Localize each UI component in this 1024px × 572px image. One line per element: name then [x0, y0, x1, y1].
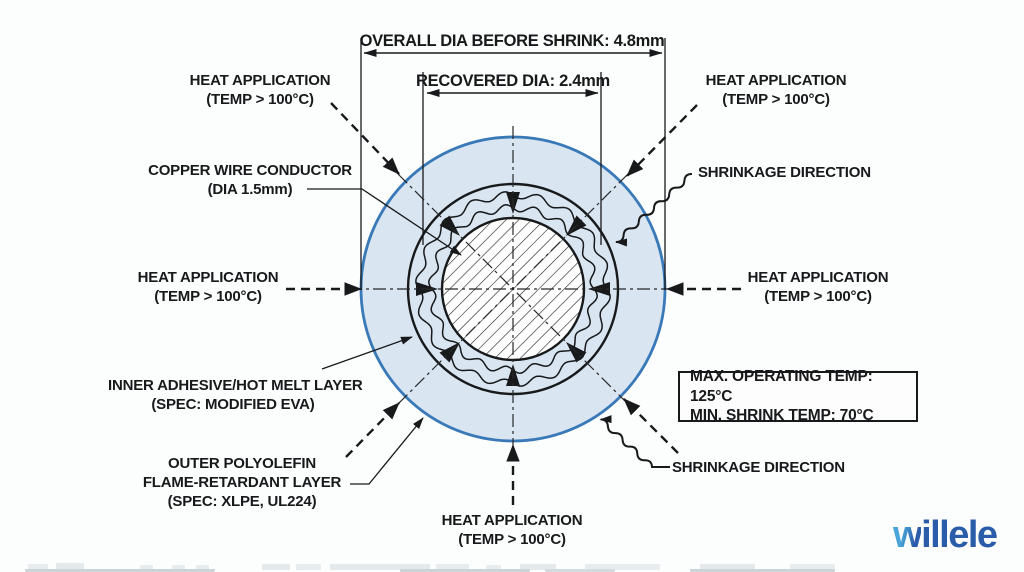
heat-arrow-top-right	[626, 104, 698, 177]
heat-label-line1: HEAT APPLICATION	[137, 269, 279, 286]
artifact-segment	[28, 564, 48, 570]
heat-arrow-bottom-left	[345, 402, 400, 458]
dim-recovered-label: RECOVERED DIA: 2.4mm	[363, 71, 663, 92]
willele-logo: willele	[893, 514, 998, 556]
inner-adhesive-line1: INNER ADHESIVE/HOT MELT LAYER	[108, 377, 363, 394]
dim-overall-text: OVERALL DIA BEFORE SHRINK: 4.8mm	[359, 32, 665, 50]
heat-label-line2: (TEMP > 100°C)	[764, 287, 872, 305]
heat-label-line1: HEAT APPLICATION	[441, 512, 583, 529]
spec-min-shrink-temp: MIN. SHRINK TEMP: 70°C	[690, 407, 874, 425]
spec-max-operating-temp: MAX. OPERATING TEMP: 125°C	[690, 367, 873, 405]
artifact-segment	[25, 569, 215, 572]
inner-adhesive-label: INNER ADHESIVE/HOT MELT LAYER (SPEC: MOD…	[108, 377, 363, 415]
artifact-segment	[172, 565, 185, 570]
outer-layer-line2: FLAME-RETARDANT LAYER	[142, 473, 342, 491]
copper-conductor-label: COPPER WIRE CONDUCTOR (DIA 1.5mm)	[140, 162, 360, 200]
artifact-segment	[790, 564, 835, 570]
squiggle-shrinkage-bottom	[599, 415, 670, 468]
outer-layer-line3: (SPEC: XLPE, UL224)	[167, 492, 317, 510]
leader-outer-layer	[350, 417, 424, 485]
heat-label-line2: (TEMP > 100°C)	[154, 287, 262, 305]
copper-label-line2: (DIA 1.5mm)	[207, 180, 293, 198]
artifact-segment	[486, 565, 501, 570]
centerlines	[349, 126, 677, 449]
inner-adhesive-line2: (SPEC: MODIFIED EVA)	[151, 395, 315, 413]
heat-label-mid-left: HEAT APPLICATION (TEMP > 100°C)	[108, 269, 308, 307]
heat-label-top-right: HEAT APPLICATION (TEMP > 100°C)	[676, 72, 876, 110]
artifact-segment	[140, 565, 153, 570]
artifact-segment	[700, 564, 755, 570]
shrinkage-text: SHRINKAGE DIRECTION	[698, 164, 871, 181]
heat-arrow-top-left	[330, 102, 400, 175]
logo-w-glyph: w	[893, 514, 923, 556]
copper-label-line1: COPPER WIRE CONDUCTOR	[148, 162, 352, 179]
extension-lines	[360, 38, 666, 290]
artifact-segment	[196, 565, 209, 570]
heat-label-line1: HEAT APPLICATION	[189, 72, 331, 89]
artifact-segment	[262, 564, 290, 570]
artifact-segment	[520, 564, 556, 570]
outer-layer-label: OUTER POLYOLEFIN FLAME-RETARDANT LAYER (…	[122, 455, 362, 512]
heat-label-line1: HEAT APPLICATION	[747, 269, 889, 286]
heat-label-top-left: HEAT APPLICATION (TEMP > 100°C)	[160, 72, 360, 110]
shrinkage-text: SHRINKAGE DIRECTION	[672, 459, 845, 476]
squiggle-shrinkage-top	[615, 172, 693, 247]
shrinkage-label-top: SHRINKAGE DIRECTION	[698, 164, 871, 183]
operating-spec-box: MAX. OPERATING TEMP: 125°C MIN. SHRINK T…	[678, 368, 918, 424]
dim-recovered-text: RECOVERED DIA: 2.4mm	[416, 72, 610, 90]
heat-label-line2: (TEMP > 100°C)	[458, 530, 566, 548]
heat-arrows	[286, 102, 741, 505]
heat-label-line1: HEAT APPLICATION	[705, 72, 847, 89]
artifact-segment	[585, 564, 660, 570]
artifact-segment	[690, 569, 835, 572]
leader-inner-adhesive	[321, 336, 413, 370]
heat-label-mid-right: HEAT APPLICATION (TEMP > 100°C)	[718, 269, 918, 307]
artifact-segment	[330, 564, 430, 570]
heat-label-line2: (TEMP > 100°C)	[722, 90, 830, 108]
artifact-segment	[545, 569, 615, 572]
logo-wordmark: illele	[921, 514, 998, 556]
shrinkage-label-bottom: SHRINKAGE DIRECTION	[672, 459, 845, 478]
outer-layer-line1: OUTER POLYOLEFIN	[168, 455, 316, 472]
artifact-segment	[400, 569, 530, 572]
leader-copper-conductor	[307, 188, 462, 256]
dim-overall-label: OVERALL DIA BEFORE SHRINK: 4.8mm	[332, 31, 692, 52]
artifact-segment	[436, 564, 469, 570]
artifact-segment	[56, 563, 84, 570]
heat-label-line2: (TEMP > 100°C)	[206, 90, 314, 108]
heat-arrow-bottom-right	[623, 398, 679, 454]
centerline-diagonal-ne-sw	[397, 173, 629, 405]
heat-label-bottom-center: HEAT APPLICATION (TEMP > 100°C)	[412, 512, 612, 550]
artifact-segment	[296, 564, 321, 570]
